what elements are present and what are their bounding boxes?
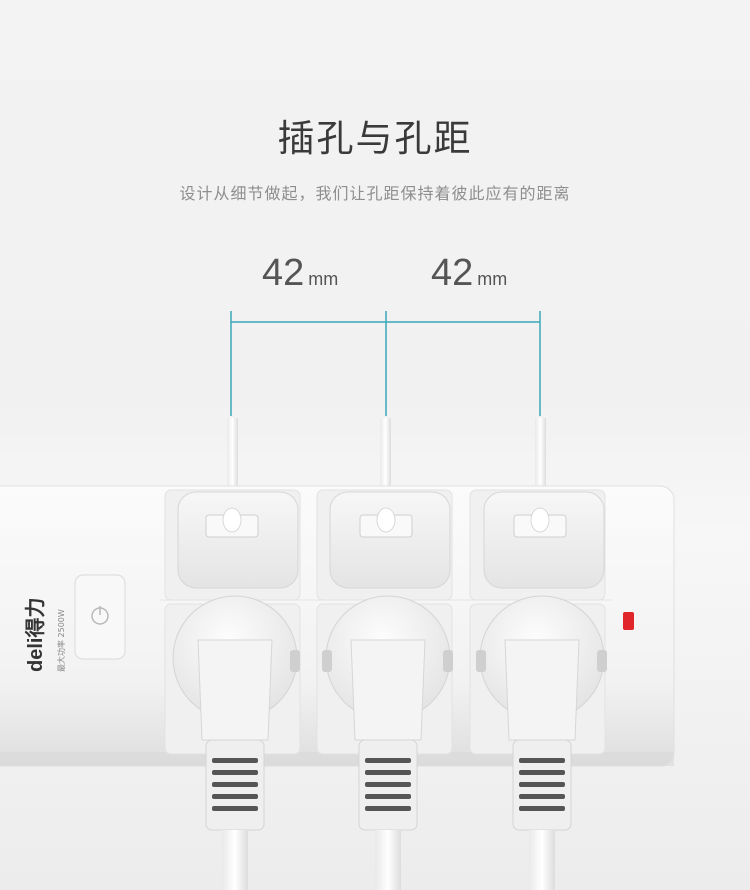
plug-top-1	[177, 491, 299, 589]
plug-top-3	[483, 491, 605, 589]
dimension-value-right: 42	[431, 252, 474, 294]
strip-bottom-edge	[0, 752, 674, 766]
dimension-lines	[230, 311, 541, 416]
plug-top-2	[329, 491, 451, 589]
svg-text:最大功率 2500W: 最大功率 2500W	[56, 609, 66, 672]
cord-top-2	[380, 418, 391, 518]
plug-bottom-3	[476, 595, 607, 890]
switch-button	[74, 574, 126, 660]
power-rating-label: 最大功率 2500W	[56, 609, 66, 672]
cord-top-1	[227, 418, 238, 518]
top-cords	[227, 418, 546, 518]
dimension-unit-left: mm	[308, 269, 339, 289]
brand-logo: deli得力	[23, 598, 47, 672]
page-subtitle: 设计从细节做起，我们让孔距保持着彼此应有的距离	[179, 184, 571, 203]
bottom-plugs	[172, 595, 607, 890]
top-plugs	[177, 491, 605, 589]
indicator-light	[623, 612, 634, 630]
plug-bottom-2	[322, 595, 453, 890]
svg-text:deli得力: deli得力	[23, 598, 47, 672]
plug-bottom-1	[172, 595, 300, 890]
dimension-value-left: 42	[262, 252, 305, 294]
cord-top-3	[535, 418, 546, 518]
dimension-unit-right: mm	[477, 269, 508, 289]
power-switch	[74, 574, 126, 660]
page-title: 插孔与孔距	[277, 117, 473, 160]
